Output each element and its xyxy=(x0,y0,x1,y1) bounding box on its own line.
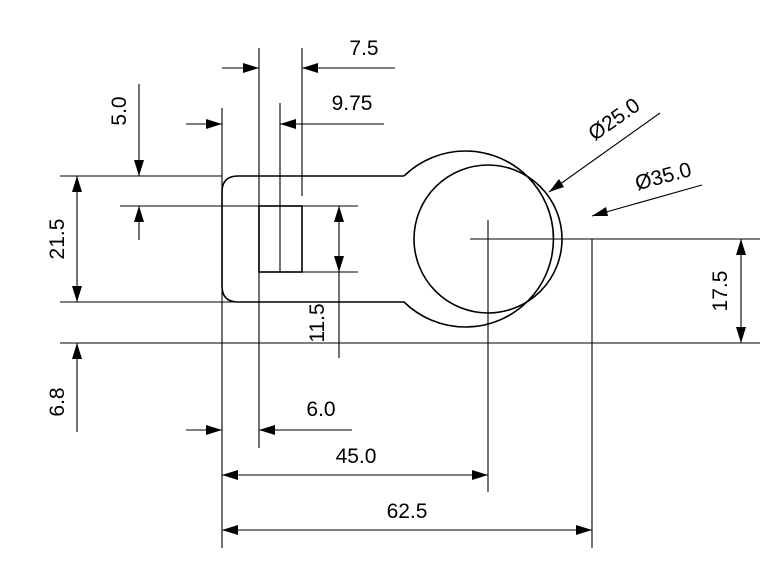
arrowheads xyxy=(72,63,746,535)
dim-overall-length: 62.5 xyxy=(387,500,428,523)
dim-slot-width: 7.5 xyxy=(349,37,378,60)
dim-edge-offset: 6.0 xyxy=(306,398,335,421)
dim-center-distance: 45.0 xyxy=(336,445,377,468)
dimension-lines xyxy=(76,67,742,531)
extension-lines xyxy=(60,48,760,548)
dimension-labels: 7.5 9.75 5.0 21.5 11.5 6.8 6.0 45.0 62.5… xyxy=(46,37,732,523)
dim-center-height: 17.5 xyxy=(709,271,732,312)
dim-inner-diameter: Ø25.0 xyxy=(584,94,644,146)
dim-slot-offset: 9.75 xyxy=(332,92,373,115)
dim-bottom-offset: 6.8 xyxy=(46,387,69,416)
dim-tab-height: 21.5 xyxy=(46,219,69,260)
dim-slot-height: 11.5 xyxy=(306,303,329,342)
dim-top-offset: 5.0 xyxy=(108,96,131,125)
